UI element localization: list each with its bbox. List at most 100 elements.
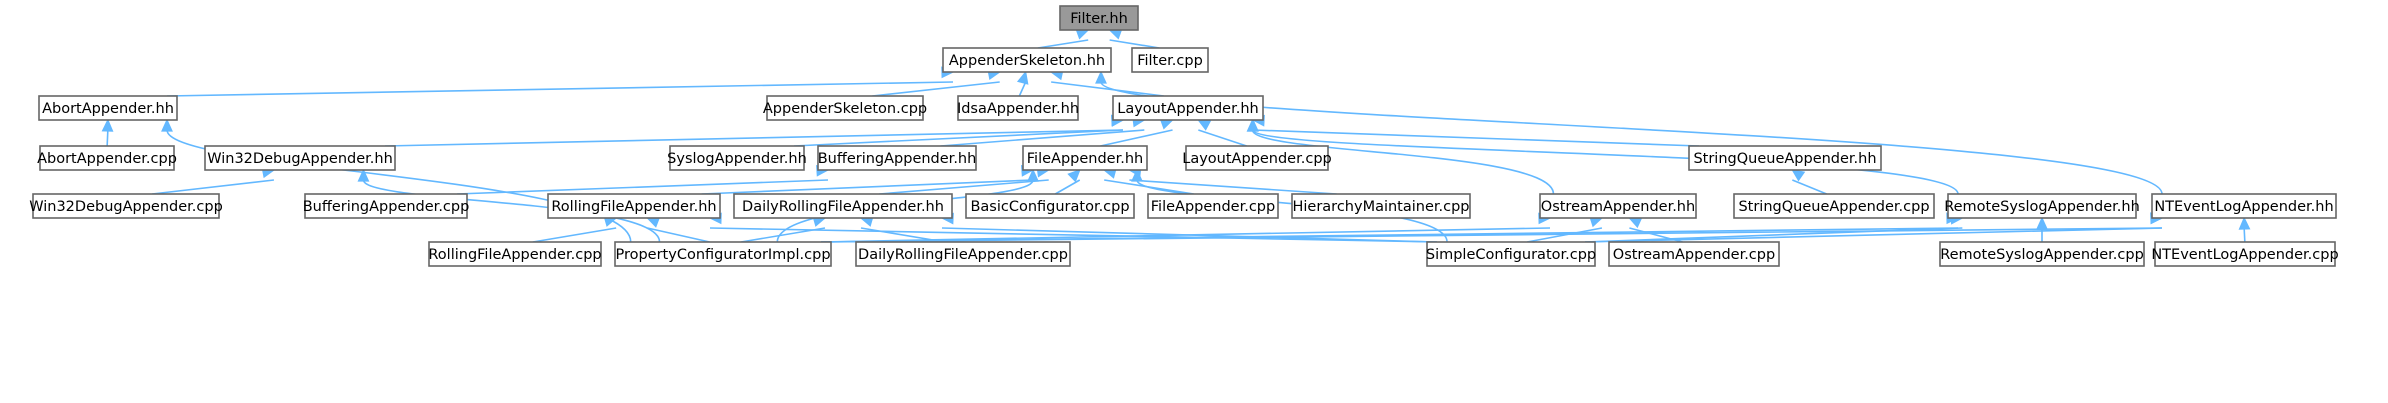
node-appenderskeleton-hh[interactable]: AppenderSkeleton.hh [942,47,1112,73]
node-label: BufferingAppender.hh [818,151,977,167]
node-filter-hh[interactable]: Filter.hh [1059,5,1139,31]
node-label: DailyRollingFileAppender.hh [742,199,944,215]
node-label: HierarchyMaintainer.cpp [1292,199,1469,215]
edge-arrowhead [357,168,370,182]
node-box [1112,95,1264,121]
node-stringqueueappender-hh[interactable]: StringQueueAppender.hh [1688,145,1882,171]
edge-propertyconfiguratorimpl-cpp-to-win32debugappender-hh [357,168,661,243]
edge-arrowhead [101,118,114,132]
edge-arrowhead [161,118,173,132]
edge-arrowhead [2036,216,2048,230]
edge-simpleconfigurator-cpp-to-ostreamappender-hh [1526,215,1604,243]
node-box [1426,241,1596,267]
node-dailyrollingfileappender-cpp[interactable]: DailyRollingFileAppender.cpp [855,241,1071,267]
edge-line [1054,179,1081,195]
edge-arrowhead [1247,118,1259,132]
node-nteventlogappender-cpp[interactable]: NTEventLogAppender.cpp [2151,241,2339,267]
edge-stringqueueappender-cpp-to-stringqueueappender-hh [1791,169,1827,195]
edge-layoutappender-cpp-to-layoutappender-hh [1197,119,1247,147]
node-basicconfigurator-cpp[interactable]: BasicConfigurator.cpp [965,193,1135,219]
node-label: BasicConfigurator.cpp [970,199,1129,215]
node-box [1688,145,1882,171]
node-simpleconfigurator-cpp[interactable]: SimpleConfigurator.cpp [1426,241,1596,267]
edge-abortappender-cpp-to-abortappender-hh [101,118,114,147]
node-box [965,193,1135,219]
node-box [2154,241,2336,267]
node-win32debugappender-cpp[interactable]: Win32DebugAppender.cpp [29,193,223,219]
node-layoutappender-hh[interactable]: LayoutAppender.hh [1112,95,1264,121]
edge-arrowhead [1016,70,1029,85]
node-label: StringQueueAppender.hh [1693,151,1876,167]
node-box [1608,241,1780,267]
node-label: Win32DebugAppender.cpp [29,199,223,215]
node-abortappender-hh[interactable]: AbortAppender.hh [38,95,178,121]
node-label: AbortAppender.cpp [37,151,177,167]
edge-line [1037,39,1089,49]
edge-line [1018,81,1027,97]
edge-line [1051,81,1164,97]
node-bufferingappender-hh[interactable]: BufferingAppender.hh [817,145,977,171]
node-nteventlogappender-hh[interactable]: NTEventLogAppender.hh [2151,193,2337,219]
node-bufferingappender-cpp[interactable]: BufferingAppender.cpp [303,193,470,219]
node-box [2151,193,2337,219]
edge-line [1792,179,1827,195]
node-box [766,95,924,121]
node-hierarchymaintainer-cpp[interactable]: HierarchyMaintainer.cpp [1291,193,1471,219]
node-label: RemoteSyslogAppender.hh [1944,199,2140,215]
node-label: SyslogAppender.hh [667,151,807,167]
node-label: RollingFileAppender.hh [551,199,716,215]
node-ostreamappender-hh[interactable]: OstreamAppender.hh [1539,193,1697,219]
node-filter-cpp[interactable]: Filter.cpp [1131,47,1209,73]
node-ostreamappender-cpp[interactable]: OstreamAppender.cpp [1608,241,1780,267]
edge-line [2243,227,2246,243]
edge-line [740,227,826,243]
node-box [957,95,1079,121]
node-label: RollingFileAppender.cpp [428,247,601,263]
node-stringqueueappender-cpp[interactable]: StringQueueAppender.cpp [1733,193,1935,219]
edge-dailyrollingfileappender-cpp-to-dailyrollingfileappender-hh [859,215,946,243]
edge-line [701,179,1034,195]
node-label: IdsaAppender.hh [957,101,1079,117]
edge-line [872,81,1000,97]
edge-line [1252,129,1700,147]
node-label: Win32DebugAppender.hh [207,151,393,167]
edge-line [1251,129,1555,195]
node-rollingfileappender-hh[interactable]: RollingFileAppender.hh [547,193,721,219]
node-box [428,241,602,267]
node-box [733,193,953,219]
node-label: Filter.cpp [1137,53,1203,69]
node-abortappender-cpp[interactable]: AbortAppender.cpp [37,145,177,171]
node-label: StringQueueAppender.cpp [1738,199,1929,215]
node-box [1185,145,1329,171]
node-box [1147,193,1279,219]
node-propertyconfiguratorimpl-cpp[interactable]: PropertyConfiguratorImpl.cpp [614,241,832,267]
node-fileappender-hh[interactable]: FileAppender.hh [1022,145,1148,171]
node-remotesyslogappender-cpp[interactable]: RemoteSyslogAppender.cpp [1939,241,2145,267]
edge-propertyconfiguratorimpl-cpp-to-rollingfileappender-hh [645,216,710,243]
edge-line [106,129,109,147]
node-remotesyslogappender-hh[interactable]: RemoteSyslogAppender.hh [1944,193,2140,219]
edge-propertyconfiguratorimpl-cpp-to-abortappender-hh [161,118,632,243]
edge-line [647,227,710,243]
node-appenderskeleton-cpp[interactable]: AppenderSkeleton.cpp [763,95,927,121]
edge-line [1109,39,1160,49]
edge-abortappender-hh-to-appenderskeleton-hh [166,66,955,97]
edge-line [1100,129,1173,147]
edge-arrowhead [1791,169,1806,182]
node-label: NTEventLogAppender.hh [2154,199,2333,215]
node-fileappender-cpp[interactable]: FileAppender.cpp [1147,193,1279,219]
node-win32debugappender-hh[interactable]: Win32DebugAppender.hh [204,145,396,171]
node-box [204,145,396,171]
node-syslogappender-hh[interactable]: SyslogAppender.hh [667,145,807,171]
node-idsaappender-hh[interactable]: IdsaAppender.hh [957,95,1079,121]
node-label: AppenderSkeleton.hh [949,53,1105,69]
node-dailyrollingfileappender-hh[interactable]: DailyRollingFileAppender.hh [733,193,953,219]
edge-line [940,129,1145,147]
edge-line [456,179,829,195]
edge-win32debugappender-cpp-to-win32debugappender-hh [152,166,276,195]
node-rollingfileappender-cpp[interactable]: RollingFileAppender.cpp [428,241,602,267]
node-box [1059,5,1139,31]
node-layoutappender-cpp[interactable]: LayoutAppender.cpp [1182,145,1332,171]
